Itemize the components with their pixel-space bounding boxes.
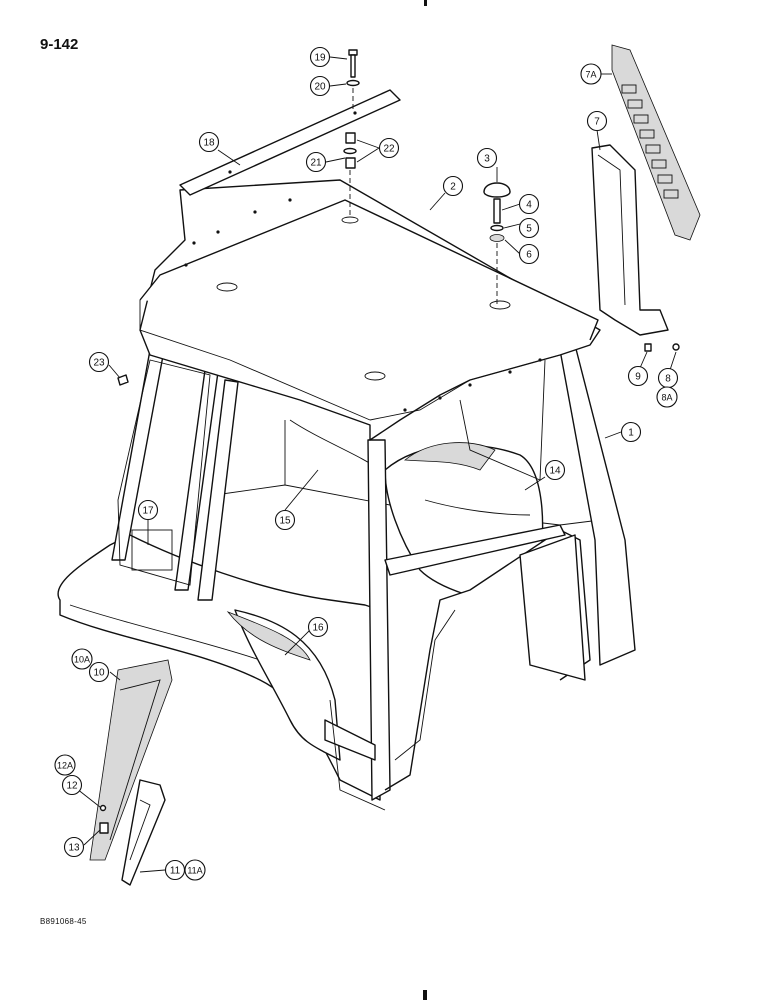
- svg-text:3: 3: [484, 154, 490, 165]
- callout-12: 12: [61, 774, 83, 796]
- roof-strip: [179, 89, 401, 196]
- callout-15: 15: [274, 509, 296, 531]
- svg-text:8A: 8A: [661, 392, 672, 402]
- svg-text:9: 9: [635, 372, 641, 383]
- svg-text:13: 13: [68, 843, 80, 854]
- crop-mark-top: [424, 0, 427, 6]
- washer-6: [489, 234, 505, 242]
- callout-1: 1: [620, 421, 642, 443]
- svg-text:20: 20: [314, 82, 326, 93]
- svg-text:1: 1: [628, 428, 634, 439]
- svg-text:16: 16: [312, 623, 324, 634]
- svg-text:21: 21: [310, 158, 322, 169]
- callout-23: 23: [88, 351, 110, 373]
- callout-21: 21: [305, 151, 327, 173]
- callout-20: 20: [309, 75, 331, 97]
- pillar-trim-11: [121, 779, 166, 886]
- figure-code: B891068-45: [40, 917, 87, 926]
- callout-11: 11: [164, 859, 186, 881]
- callout-4: 4: [518, 193, 540, 215]
- callout-17: 17: [137, 499, 159, 521]
- cab-frame: [111, 344, 636, 811]
- callout-22: 22: [378, 137, 400, 159]
- svg-text:11: 11: [170, 866, 181, 877]
- svg-text:6: 6: [526, 250, 532, 261]
- switch-panel-7A: [611, 44, 701, 241]
- callout-9: 9: [627, 365, 649, 387]
- svg-text:14: 14: [549, 466, 561, 477]
- callout-12A: 12A: [54, 754, 76, 776]
- spacer-22: [343, 132, 357, 169]
- callout-7: 7: [586, 110, 608, 132]
- callout-8A: 8A: [656, 386, 678, 408]
- svg-text:12: 12: [66, 781, 78, 792]
- callout-10A: 10A: [71, 648, 93, 670]
- svg-text:7A: 7A: [585, 69, 596, 79]
- pillar-trim-7: [591, 144, 669, 336]
- callout-16: 16: [307, 616, 329, 638]
- screw-12: [99, 804, 107, 812]
- crop-mark-bottom: [423, 990, 427, 1000]
- callout-13: 13: [63, 836, 85, 858]
- svg-text:12A: 12A: [57, 760, 73, 770]
- bolt-4: [493, 198, 501, 224]
- callout-10: 10: [88, 661, 110, 683]
- svg-text:5: 5: [526, 224, 532, 235]
- leader-lines: [71, 56, 677, 873]
- screw-8: [672, 343, 680, 351]
- clip-13: [99, 822, 109, 834]
- svg-text:2: 2: [450, 182, 456, 193]
- callout-6: 6: [518, 243, 540, 265]
- knob-3: [483, 182, 511, 198]
- svg-text:10A: 10A: [74, 654, 90, 664]
- svg-text:4: 4: [526, 200, 532, 211]
- svg-text:8: 8: [665, 374, 671, 385]
- pillar-trim-10: [89, 659, 173, 861]
- callout-8: 8: [657, 367, 679, 389]
- callout-14: 14: [544, 459, 566, 481]
- callout-18: 18: [198, 131, 220, 153]
- clip-9: [644, 343, 652, 352]
- svg-text:15: 15: [279, 516, 291, 527]
- bolt-19: [348, 49, 358, 78]
- cab-roof: [139, 179, 601, 441]
- svg-text:18: 18: [203, 138, 215, 149]
- svg-text:23: 23: [93, 358, 105, 369]
- svg-text:17: 17: [142, 506, 154, 517]
- fender-base: [57, 534, 381, 801]
- svg-text:10: 10: [93, 668, 105, 679]
- svg-text:7: 7: [594, 117, 600, 128]
- callout-2: 2: [442, 175, 464, 197]
- callout-11A: 11A: [184, 859, 206, 881]
- callout-3: 3: [476, 147, 498, 169]
- callout-19: 19: [309, 46, 331, 68]
- svg-text:19: 19: [314, 53, 326, 64]
- callout-7A: 7A: [580, 63, 602, 85]
- washer-20: [346, 79, 360, 87]
- page-number: 9-142: [40, 36, 79, 53]
- svg-text:11A: 11A: [187, 865, 202, 875]
- rivet-23: [117, 374, 129, 386]
- callout-5: 5: [518, 217, 540, 239]
- washer-5: [490, 224, 504, 232]
- svg-text:22: 22: [383, 144, 395, 155]
